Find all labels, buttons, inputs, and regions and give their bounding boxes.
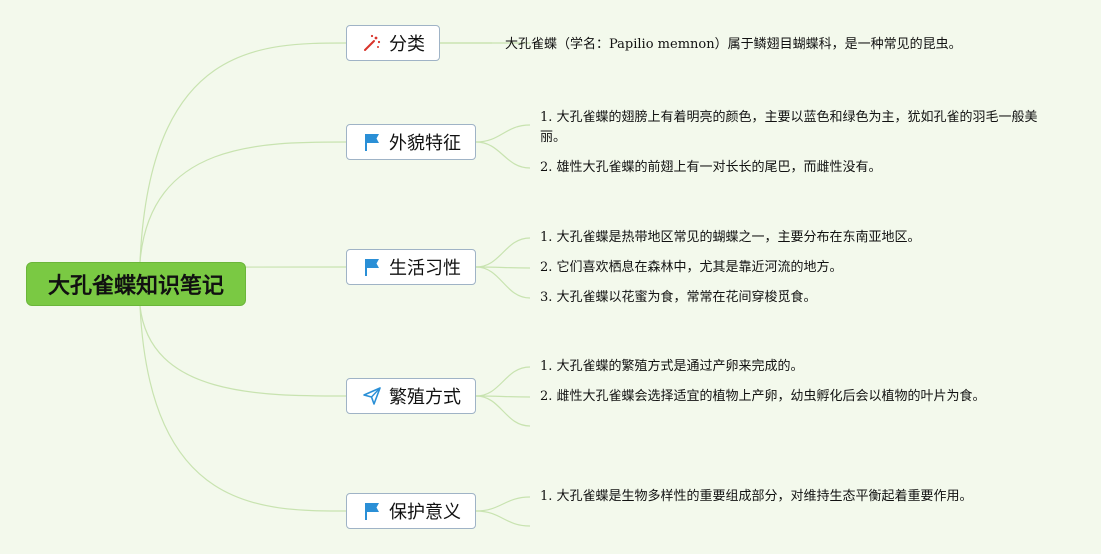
topic-label: 繁殖方式 xyxy=(389,387,461,408)
leaf-connector xyxy=(475,496,531,512)
root-title: 大孔雀蝶知识笔记 xyxy=(47,274,224,299)
flag-icon xyxy=(361,500,383,522)
leaf-item: 1. 大孔雀蝶的翅膀上有着明亮的颜色，主要以蓝色和绿色为主，犹如孔雀的羽毛一般美… xyxy=(540,110,1038,145)
leaf-item: 1. 大孔雀蝶是生物多样性的重要组成部分，对维持生态平衡起着重要作用。 xyxy=(540,489,973,504)
leaf-item: 2. 它们喜欢栖息在森林中，尤其是靠近河流的地方。 xyxy=(540,260,843,275)
leaf-connector xyxy=(475,141,531,169)
topic-reproduction[interactable]: 繁殖方式 xyxy=(346,378,476,414)
leaf-connector xyxy=(475,366,531,397)
leaf-item: 大孔雀蝶（学名：Papilio memnon）属于鳞翅目蝴蝶科，是一种常见的昆虫… xyxy=(505,37,962,52)
leaf-item: 3. 大孔雀蝶以花蜜为食，常常在花间穿梭觅食。 xyxy=(540,290,817,305)
leaf-connector xyxy=(475,510,531,527)
topic-label: 保护意义 xyxy=(389,502,461,523)
root-connector xyxy=(139,305,347,397)
topic-habits[interactable]: 生活习性 xyxy=(346,249,476,285)
topic-label: 分类 xyxy=(389,34,425,55)
root-topic[interactable]: 大孔雀蝶知识笔记 xyxy=(26,262,246,306)
leaf-item: 2. 雄性大孔雀蝶的前翅上有一对长长的尾巴，而雌性没有。 xyxy=(540,160,882,175)
paper-plane-icon xyxy=(361,385,383,407)
leaf-item: 1. 大孔雀蝶是热带地区常见的蝴蝶之一，主要分布在东南亚地区。 xyxy=(540,230,921,245)
leaf-connector xyxy=(475,237,531,268)
topic-appearance[interactable]: 外貌特征 xyxy=(346,124,476,160)
topic-classification[interactable]: 分类 xyxy=(346,25,440,61)
root-connector xyxy=(139,42,347,263)
leaf-connector xyxy=(475,266,531,299)
root-connector xyxy=(139,305,347,512)
flag-icon xyxy=(361,256,383,278)
topic-label: 外貌特征 xyxy=(389,133,461,154)
leaf-item: 2. 雌性大孔雀蝶会选择适宜的植物上产卵，幼虫孵化后会以植物的叶片为食。 xyxy=(540,389,986,404)
flag-icon xyxy=(361,131,383,153)
root-connector xyxy=(139,141,347,263)
topic-label: 生活习性 xyxy=(389,258,461,279)
leaf-connector xyxy=(475,124,531,143)
leaf-connector xyxy=(475,395,531,427)
magic-wand-icon xyxy=(361,32,383,54)
leaf-item: 1. 大孔雀蝶的繁殖方式是通过产卵来完成的。 xyxy=(540,359,804,374)
topic-conservation[interactable]: 保护意义 xyxy=(346,493,476,529)
